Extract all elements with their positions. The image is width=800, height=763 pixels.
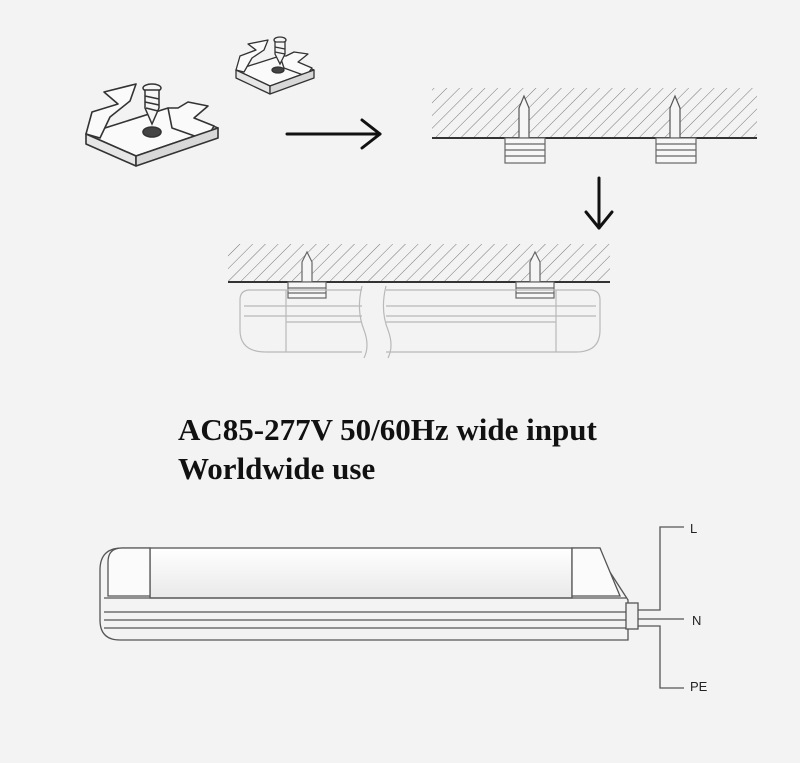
wiring-lines <box>638 526 684 689</box>
mounting-clip-icon <box>235 39 315 95</box>
arrow-right-icon <box>285 118 382 150</box>
ceiling-with-mounted-tube <box>228 244 610 359</box>
screw-icon <box>142 83 162 126</box>
arrow-down-icon <box>584 176 614 230</box>
wire-label-live: L <box>690 521 698 536</box>
ceiling-with-clips <box>432 88 757 164</box>
headline-worldwide: Worldwide use <box>178 451 376 486</box>
headline-voltage: AC85-277V 50/60Hz wide input <box>178 412 597 447</box>
led-tube-fixture <box>99 547 639 641</box>
mounting-clip-icon <box>85 83 219 167</box>
wire-label-neutral: N <box>692 613 702 628</box>
wire-label-earth: PE <box>690 679 708 694</box>
screw-icon <box>273 36 287 66</box>
